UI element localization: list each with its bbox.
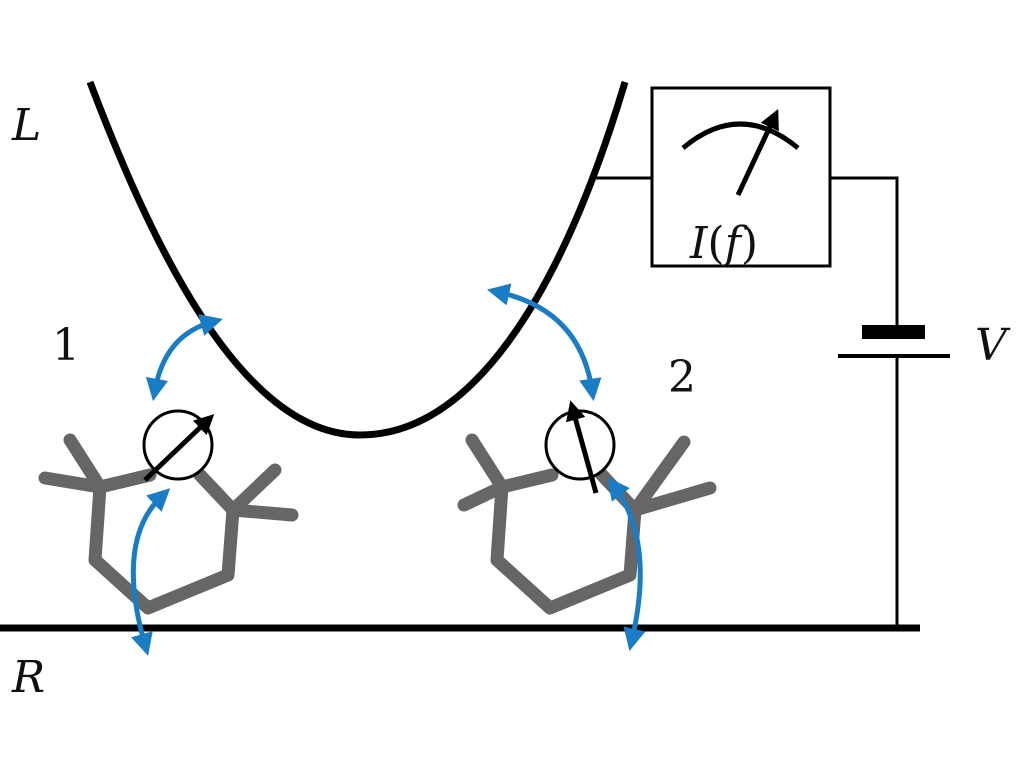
molecule-1	[38, 314, 299, 656]
label-molecule-2: 2	[668, 352, 696, 403]
coupling-arrow-substrate-1	[130, 488, 171, 656]
coupling-arrow-tip-1	[145, 314, 223, 402]
circuit	[592, 86, 950, 628]
spin-arrow-2	[566, 400, 599, 494]
label-molecule-1: 1	[52, 320, 80, 371]
label-R: R	[11, 652, 45, 703]
meter-label: I(f)	[689, 218, 758, 269]
spin-arrow-1	[143, 414, 215, 482]
label-L: L	[11, 100, 41, 151]
molecule-2	[457, 283, 717, 651]
coupling-arrow-substrate-2	[607, 477, 646, 651]
spin-site-2	[544, 409, 616, 481]
label-V: V	[975, 320, 1011, 371]
coupling-arrow-tip-2	[487, 283, 602, 402]
left-electrode-tip	[86, 80, 629, 439]
